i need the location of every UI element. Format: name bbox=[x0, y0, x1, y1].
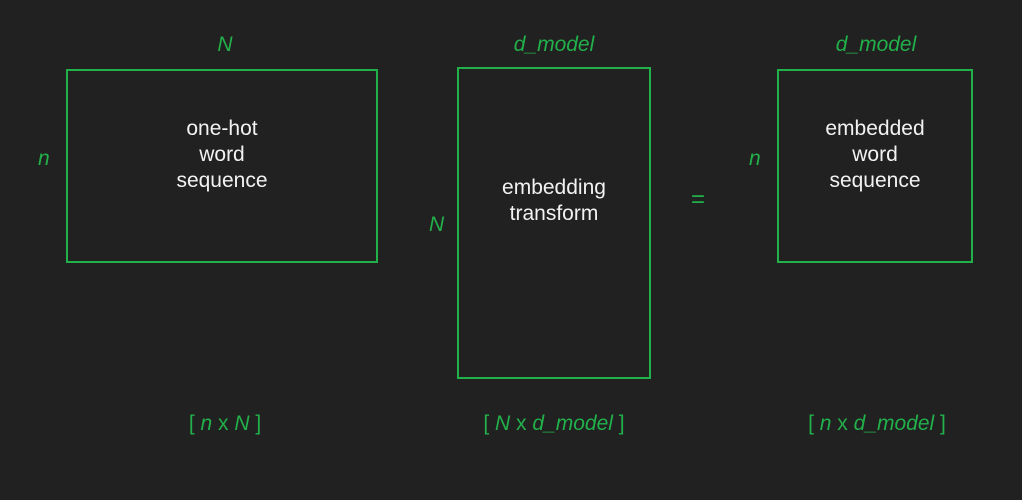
matrix-c-side-label: n bbox=[749, 147, 761, 170]
matrix-b-box: embedding transform bbox=[457, 67, 651, 379]
matrix-c-dimensions: [ n x d_model ] bbox=[808, 412, 946, 436]
dims-close-bracket: ] bbox=[934, 412, 946, 435]
dims-cols: d_model bbox=[853, 412, 935, 435]
matrix-c-text: embedded word sequence bbox=[825, 117, 925, 192]
dims-open-bracket: [ bbox=[188, 412, 201, 435]
dims-close-bracket: ] bbox=[612, 412, 625, 435]
dims-times: x bbox=[831, 412, 854, 435]
dims-close-bracket: ] bbox=[249, 412, 262, 435]
matrix-c-box: embedded word sequence bbox=[777, 69, 973, 263]
matrix-b-dimensions: [ N x d_model ] bbox=[483, 412, 624, 436]
dims-cols: N bbox=[234, 412, 250, 435]
matrix-a-side-label: n bbox=[38, 147, 50, 170]
dims-open-bracket: [ bbox=[483, 412, 496, 435]
dims-rows: n bbox=[819, 412, 832, 435]
matrix-a-text: one-hot word sequence bbox=[176, 117, 268, 192]
matrix-b-side-label: N bbox=[429, 213, 445, 236]
matrix-a-box: one-hot word sequence bbox=[66, 69, 378, 263]
dims-open-bracket: [ bbox=[808, 412, 820, 435]
matrix-b-text: embedding transform bbox=[502, 175, 606, 225]
dims-times: x bbox=[510, 412, 533, 435]
dims-cols: d_model bbox=[532, 412, 613, 435]
matrix-a-dimensions: [ n x N ] bbox=[189, 412, 261, 436]
dims-times: x bbox=[212, 412, 235, 435]
matrix-c-top-label: d_model bbox=[835, 33, 917, 56]
equals-sign: = bbox=[691, 186, 706, 213]
matrix-b-top-label: d_model bbox=[513, 33, 595, 56]
matrix-a-top-label: N bbox=[217, 33, 233, 56]
dims-rows: N bbox=[495, 412, 511, 435]
dims-rows: n bbox=[200, 412, 213, 435]
